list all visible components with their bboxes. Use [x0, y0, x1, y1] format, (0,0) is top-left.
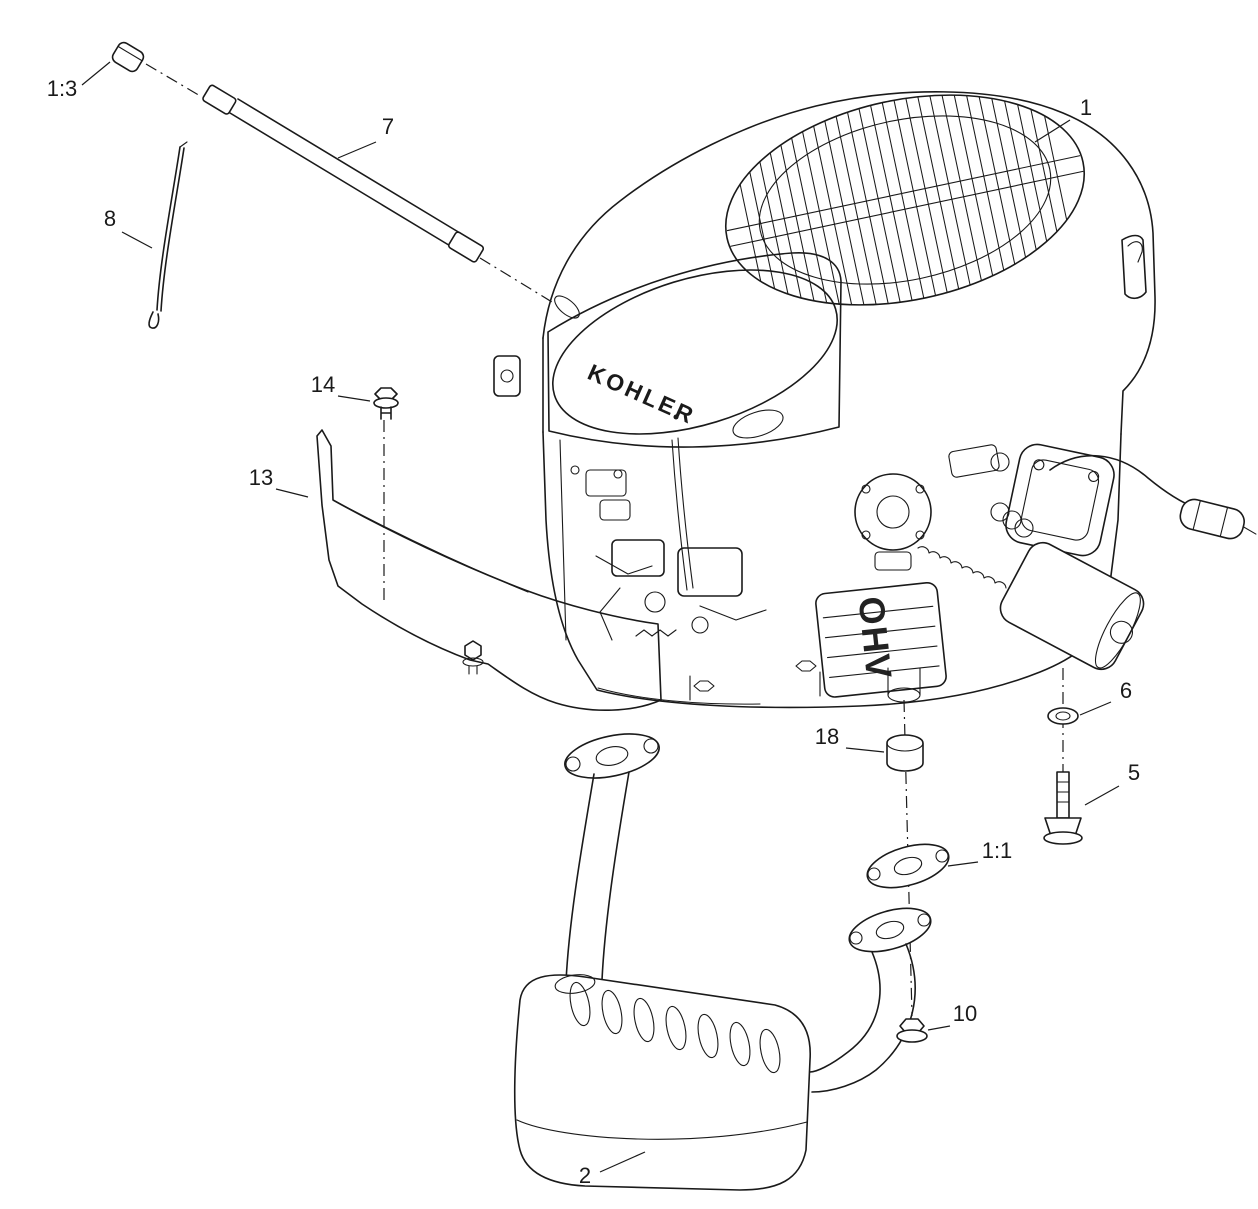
muffler	[513, 974, 811, 1191]
right-pipe-flange	[848, 907, 932, 953]
dipstick-tube	[202, 84, 485, 263]
washer-6	[1047, 707, 1079, 725]
heat-shield	[316, 429, 662, 712]
callout-5: 5	[1128, 760, 1140, 785]
engine-assembly: KOHLER	[493, 91, 1257, 709]
valve-cover	[1005, 443, 1115, 557]
fuel-line	[990, 454, 1257, 540]
spacer-18	[886, 734, 924, 772]
oil-filter	[999, 541, 1145, 671]
cooling-grille	[724, 94, 1086, 306]
callout-7: 7	[382, 114, 394, 139]
callout-18: 18	[815, 724, 839, 749]
callout-10: 10	[953, 1001, 977, 1026]
ohv-marking: OHV	[851, 595, 901, 683]
kohler-logo-text: KOHLER	[584, 359, 700, 430]
exhaust-header-flange	[564, 733, 660, 779]
flange-bolt-14	[373, 387, 399, 420]
fuel-filter	[1179, 498, 1257, 540]
callout-13: 13	[249, 465, 273, 490]
callout-2: 2	[579, 1163, 591, 1188]
carburetor-linkage	[559, 437, 821, 705]
callout-6: 6	[1120, 678, 1132, 703]
dipstick-cap	[111, 41, 145, 73]
flange-nut-10	[896, 1018, 928, 1043]
support-rod	[148, 141, 188, 329]
callout-labels: 1:3 7 8 14 13 1 6 5 18 1:1 10 2	[47, 76, 1140, 1188]
exhaust-gasket	[866, 843, 950, 889]
rear-bracket	[1121, 234, 1147, 300]
callout-14: 14	[311, 372, 335, 397]
exhaust-system	[513, 733, 950, 1191]
callout-8: 8	[104, 206, 116, 231]
bolt-5	[1043, 771, 1083, 845]
pto-shaft-stub	[887, 667, 921, 703]
logo-dot	[673, 414, 679, 420]
callout-1-3: 1:3	[47, 76, 78, 101]
callout-1-1: 1:1	[982, 838, 1013, 863]
starter-solenoid	[854, 473, 932, 571]
exhaust-pipe-left	[565, 771, 630, 983]
callout-1: 1	[1080, 95, 1092, 120]
braided-hose	[917, 546, 1007, 589]
intake-manifold	[948, 444, 1010, 478]
exhaust-pipe-right	[809, 943, 916, 1093]
left-mount-tab	[493, 355, 521, 397]
air-cleaner-cover: OHV	[815, 581, 947, 698]
leader-lines	[81, 61, 1120, 1173]
muffler-louvers	[569, 981, 781, 1074]
